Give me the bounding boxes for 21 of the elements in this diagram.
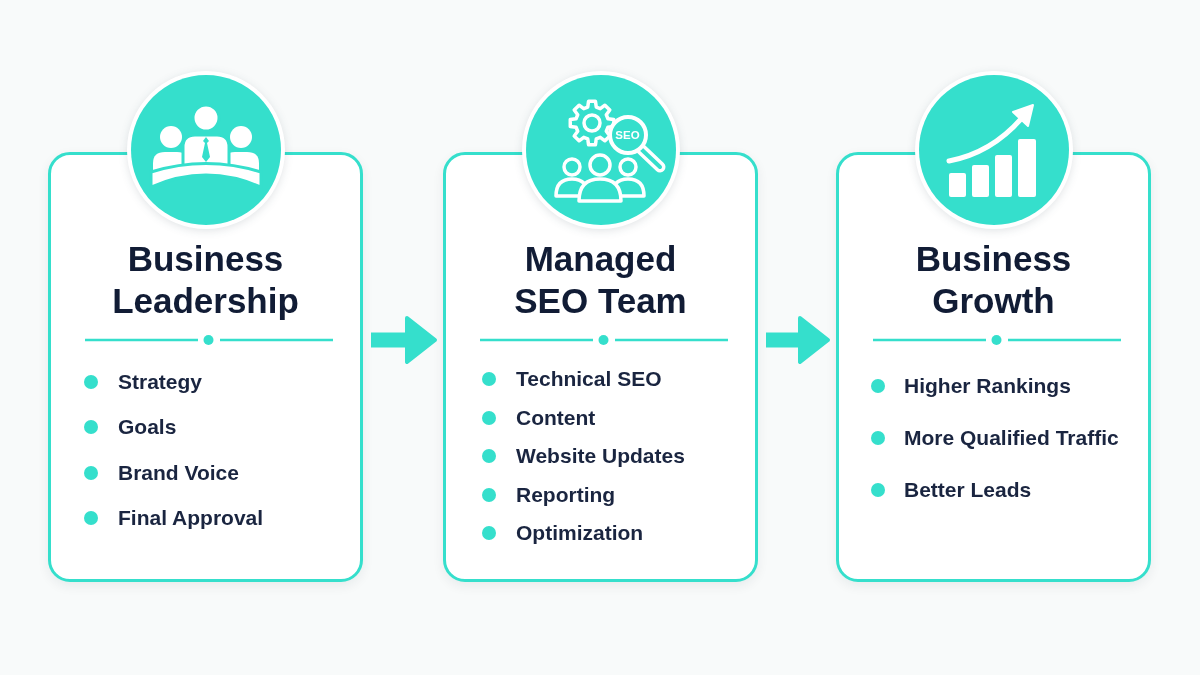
- list-item-text: More Qualified Traffic: [904, 426, 1119, 450]
- card-title: Managed SEO Team: [513, 238, 688, 322]
- process-card: [836, 152, 1151, 582]
- list-item-text: Website Updates: [516, 444, 685, 468]
- list-item-text: Optimization: [516, 521, 644, 545]
- card-title: Business Growth: [914, 238, 1073, 322]
- arrow: [371, 316, 437, 364]
- list-item-text: Technical SEO: [516, 367, 662, 391]
- list-item-text: Higher Rankings: [904, 374, 1071, 398]
- list-item-text: Goals: [118, 415, 177, 440]
- process-card: [443, 152, 758, 582]
- list-item-text: Better Leads: [904, 478, 1032, 502]
- arrow: [766, 316, 830, 364]
- process-card: [48, 152, 363, 582]
- list-item-text: Reporting: [516, 482, 616, 507]
- list-item-text: Final Approval: [118, 505, 264, 530]
- list-item-text: Strategy: [118, 370, 203, 394]
- icon-label: SEO: [615, 129, 640, 141]
- list-item-text: Content: [516, 405, 596, 430]
- card-title: Business Leadership: [111, 238, 300, 322]
- list-item-text: Brand Voice: [118, 460, 239, 485]
